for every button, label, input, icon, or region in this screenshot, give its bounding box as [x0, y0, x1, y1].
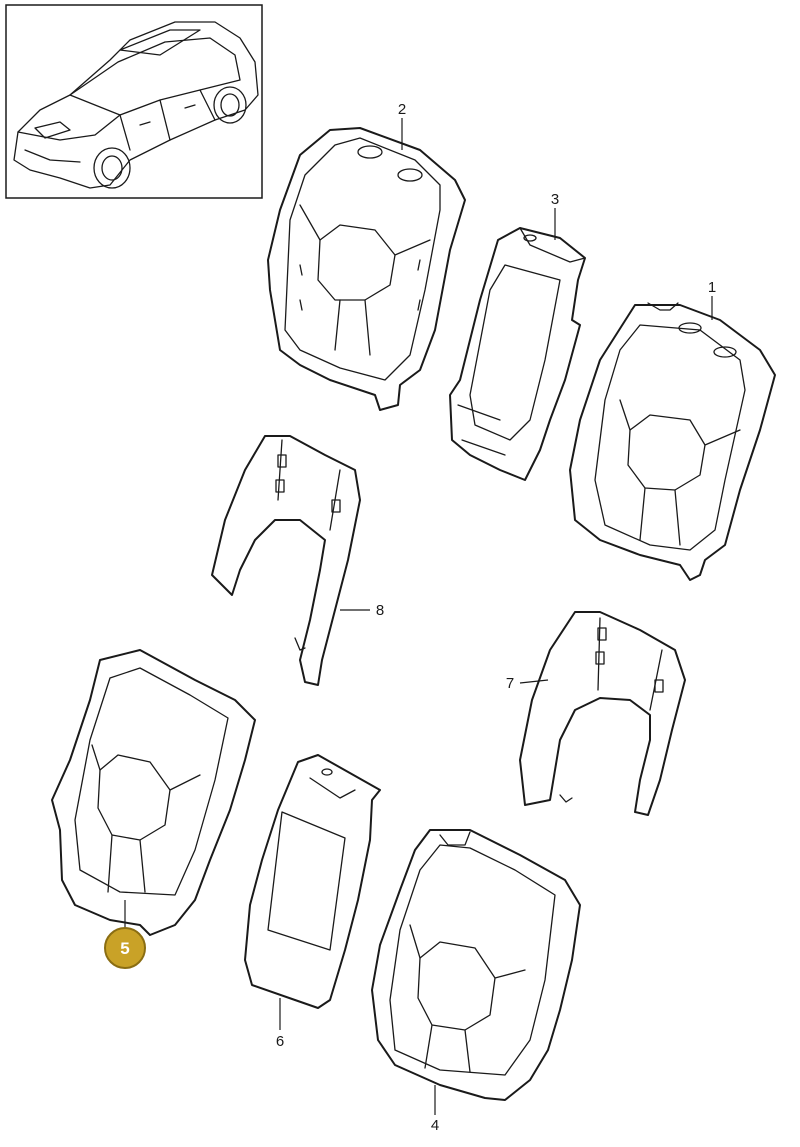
callout-label-4[interactable]: 4: [431, 1117, 439, 1134]
callout-label-6[interactable]: 6: [276, 1033, 284, 1050]
callout-badge-5[interactable]: 5: [104, 927, 146, 969]
suv-car-icon: [13, 21, 259, 189]
part-5-backrest-cover: [51, 649, 256, 936]
callout-label-1[interactable]: 1: [708, 279, 716, 296]
part-7-foam-arch: [519, 611, 686, 816]
callout-line-7: [519, 679, 549, 684]
highlight-circle[interactable]: [104, 927, 146, 969]
part-6-rear-panel: [244, 754, 381, 1009]
part-4-backrest-cover: [371, 829, 581, 1101]
part-8-foam-arch: [211, 435, 361, 686]
part-3-backrest-shell: [449, 227, 586, 481]
callout-label-5[interactable]: 5: [120, 939, 129, 958]
part-2-backrest-frame: [267, 127, 466, 411]
callout-label-7[interactable]: 7: [506, 675, 514, 692]
callout-label-3[interactable]: 3: [551, 191, 559, 208]
vehicle-thumbnail: [5, 4, 263, 199]
part-1-backrest-frame: [569, 302, 776, 581]
callout-label-2[interactable]: 2: [398, 101, 406, 118]
callout-label-8[interactable]: 8: [376, 602, 384, 619]
